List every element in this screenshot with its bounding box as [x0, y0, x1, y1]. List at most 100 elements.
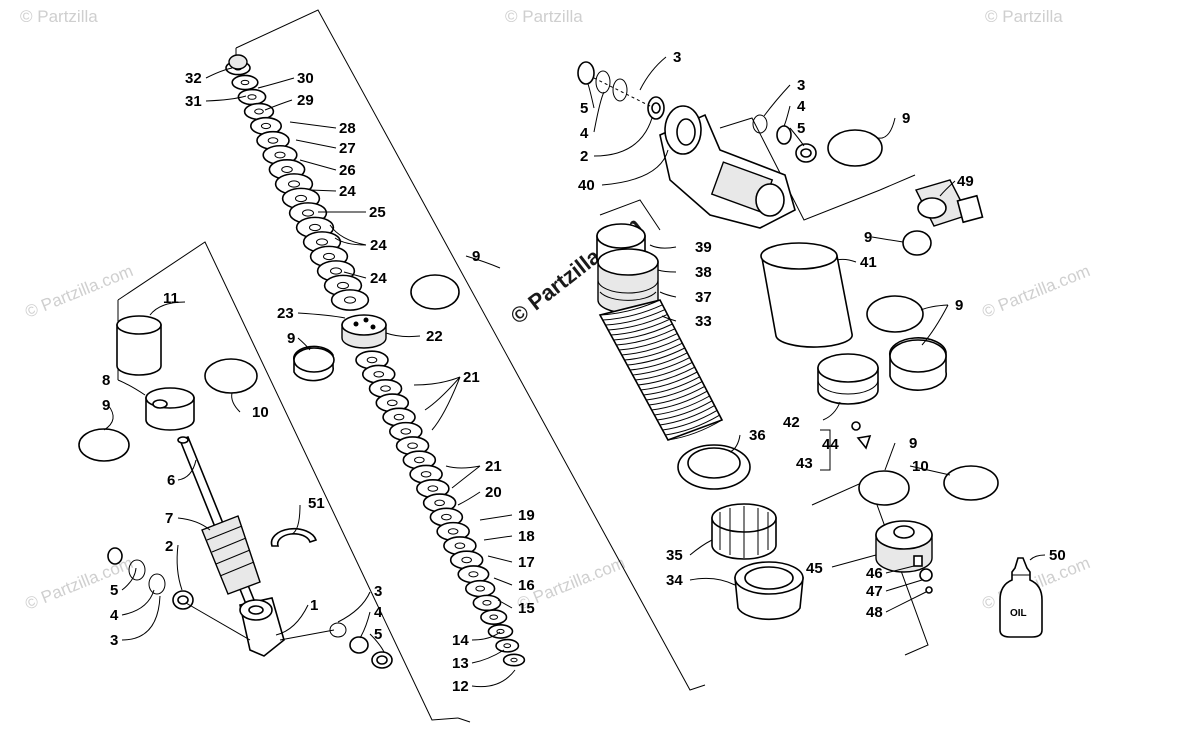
callout-42: 42: [783, 414, 800, 431]
callout-37: 37: [695, 289, 712, 306]
shim-washer-hole: [393, 413, 405, 421]
spring-coil: [651, 390, 708, 411]
callout-19: 19: [518, 507, 535, 524]
bumper-part-11: [116, 315, 162, 376]
callout-43: 43: [796, 455, 813, 472]
callout-3-top: 3: [673, 49, 681, 66]
callout-9-center-left: 9: [287, 330, 295, 347]
watermark-top-center: © Partzilla: [505, 7, 583, 26]
screw-part-46: [913, 555, 923, 567]
ring-part-3-left: [148, 573, 166, 595]
callout-46: 46: [866, 565, 883, 582]
spring-coil: [638, 366, 695, 386]
shim-washer-hole: [254, 108, 264, 115]
spring-coil: [640, 371, 698, 391]
spring-coil: [635, 361, 693, 381]
callout-45: 45: [806, 560, 823, 577]
shim-washer-hole: [434, 499, 445, 507]
callout-24-top: 24: [339, 183, 356, 200]
watermark-top-right: © Partzilla: [985, 7, 1063, 26]
o-ring-part-9-lower-right: [858, 470, 910, 506]
watermark-mid-left: © Partzilla.com: [22, 261, 135, 322]
shim-washer-hole: [274, 151, 286, 159]
callout-48: 48: [866, 604, 883, 621]
ring-part-4-top-right: [776, 125, 792, 145]
shim-washer-hole: [301, 209, 315, 217]
shim-washer-hole: [461, 556, 472, 564]
shim-washer-hole: [329, 267, 343, 275]
callout-41: 41: [860, 254, 877, 271]
reservoir-sleeve-part-41: [760, 242, 853, 348]
shim-washer-hole: [482, 600, 492, 606]
spring-coil: [624, 342, 683, 361]
spring-coil: [613, 323, 673, 341]
shim-washer-hole: [400, 428, 412, 435]
oil-bottle-label: OIL: [1010, 608, 1027, 619]
shim-washer-hole: [240, 79, 250, 86]
shim-washer: [502, 653, 526, 667]
callout-50: 50: [1049, 547, 1066, 564]
spring-retainer-part-36: [677, 444, 751, 490]
shim-washer-hole: [380, 385, 391, 392]
callout-3-right: 3: [374, 583, 382, 600]
ring-part-3-top-right: [752, 114, 768, 134]
shim-washer-hole: [281, 166, 293, 173]
shim-washer: [480, 609, 508, 625]
spring-coil: [648, 385, 705, 406]
callout-9-top-right: 9: [902, 110, 910, 127]
spring-coil: [662, 409, 718, 431]
shim-washer-hole: [420, 471, 432, 478]
spring-coil: [627, 347, 686, 366]
callout-25: 25: [369, 204, 386, 221]
shim-washer-hole: [468, 571, 479, 578]
shim-washer-hole: [489, 614, 499, 620]
shim-washer-hole: [503, 643, 512, 649]
o-ring-part-9-valve: [902, 230, 932, 256]
spring-part-33: [598, 299, 724, 441]
callout-35: 35: [666, 547, 683, 564]
o-ring-part-9-center: [410, 274, 460, 310]
clip-part-51: [270, 527, 318, 547]
callout-30: 30: [297, 70, 314, 87]
leader-lines: [103, 56, 1046, 688]
shim-washer-hole: [287, 180, 301, 188]
piston-part-22-23: [341, 314, 387, 349]
shim-washer: [464, 579, 496, 598]
shim-washer-hole: [447, 528, 459, 535]
callout-16: 16: [518, 577, 535, 594]
o-ring-part-9-top-right: [827, 129, 883, 167]
shim-washer-hole: [475, 585, 486, 592]
shim-washer-hole: [454, 542, 466, 549]
callout-32: 32: [185, 70, 202, 87]
bushing-part-5-top-right: [795, 143, 817, 163]
shim-washer: [231, 74, 259, 91]
spring-coil: [665, 414, 720, 436]
callout-11: 11: [163, 290, 179, 307]
shim-washer-hole: [322, 252, 336, 261]
callout-36: 36: [749, 427, 766, 444]
callout-27: 27: [339, 140, 356, 157]
seal-part-9-right: [888, 337, 948, 391]
callout-5-right: 5: [374, 626, 382, 643]
shim-washer-hole: [260, 122, 272, 130]
callout-14: 14: [452, 632, 469, 649]
nut-part-47: [919, 568, 933, 582]
spring-coil: [657, 400, 713, 421]
callout-18: 18: [518, 528, 535, 545]
o-ring-part-9-left: [78, 428, 130, 462]
callout-20: 20: [485, 484, 502, 501]
shim-washer-hole: [336, 281, 350, 290]
shim-washer: [495, 638, 520, 653]
bellows-part-7: [201, 515, 261, 595]
callout-10-right: 10: [912, 458, 929, 475]
callout-4-top-right: 4: [797, 98, 806, 115]
callout-2-top: 2: [580, 148, 588, 165]
callout-2-left: 2: [165, 538, 173, 555]
spring-coil: [599, 299, 661, 316]
callout-13: 13: [452, 655, 469, 672]
spring-seat-part-34: [734, 561, 804, 621]
shim-washer-hole: [366, 356, 378, 364]
shaft-cap-part-8: [145, 387, 195, 431]
callout-21-lower: 21: [485, 458, 502, 475]
